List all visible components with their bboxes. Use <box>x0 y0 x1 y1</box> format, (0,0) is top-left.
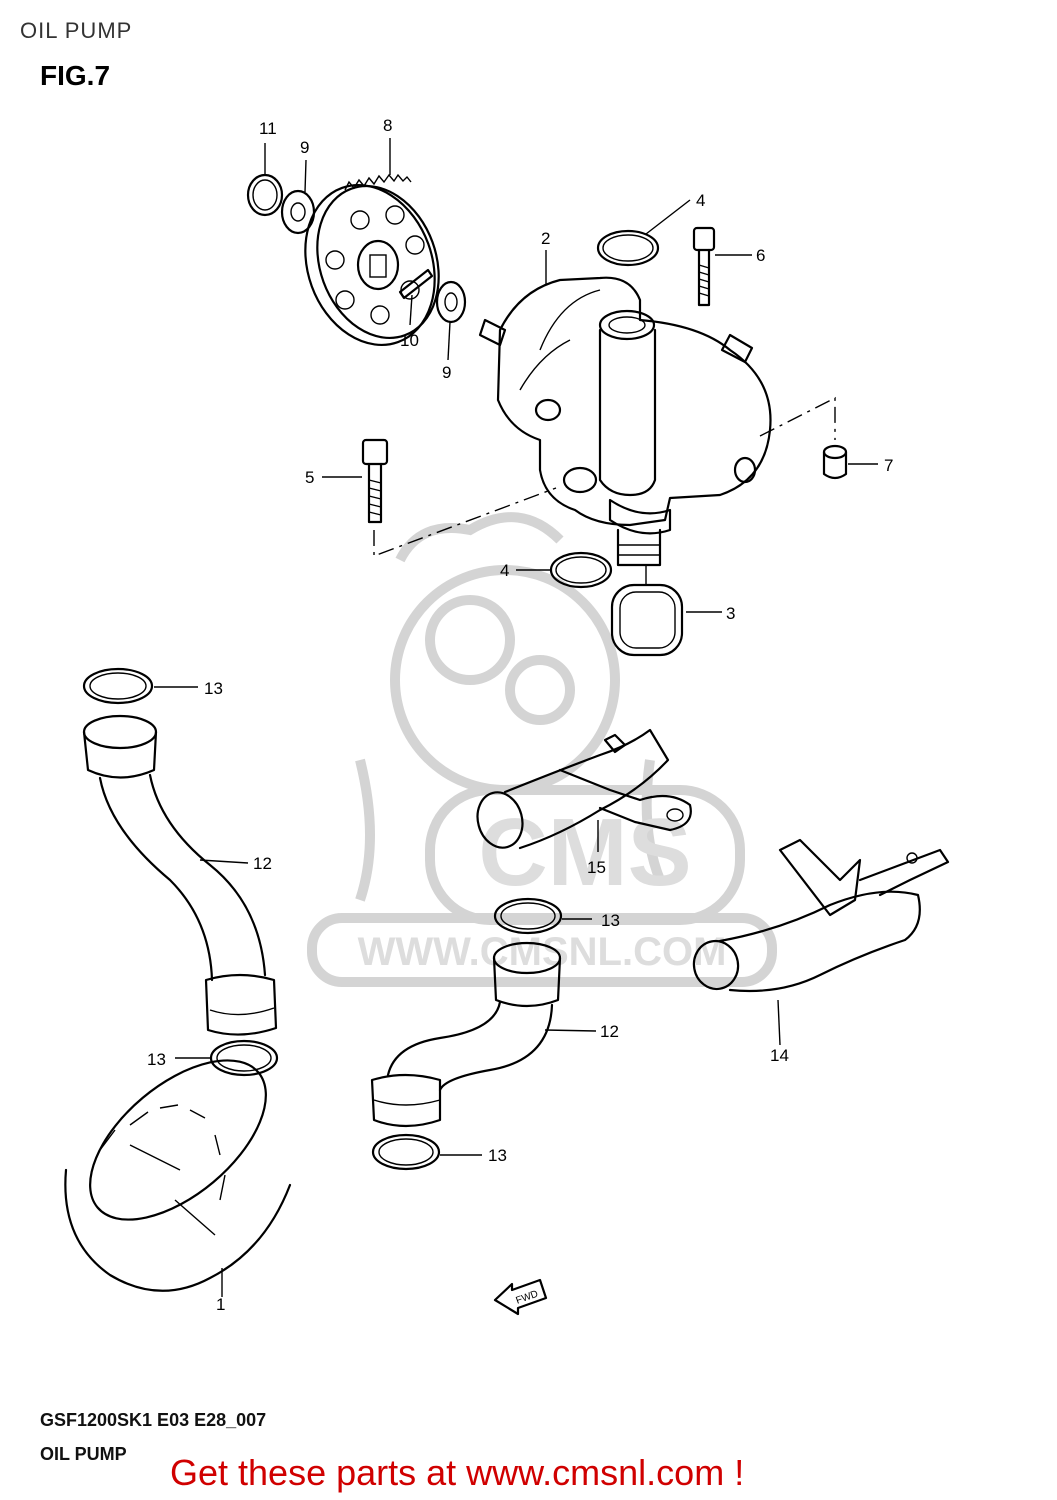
part-1-oil-filter <box>64 1059 292 1292</box>
callout-13-a: 13 <box>204 679 223 698</box>
part-13-oring-b <box>209 1039 279 1077</box>
leader-lines <box>154 138 878 1297</box>
part-15-strainer-pipe <box>476 728 692 850</box>
callout-13-c: 13 <box>601 911 620 930</box>
callout-10: 10 <box>400 331 419 350</box>
callout-2: 2 <box>541 229 550 248</box>
part-9-washer-lower <box>435 280 467 324</box>
callout-labels: 11 9 8 10 9 2 4 6 5 7 4 3 13 12 13 13 12… <box>147 116 893 1314</box>
promo-link[interactable]: Get these parts at www.cmsnl.com ! <box>170 1452 745 1493</box>
part-4-oring-upper <box>596 229 660 267</box>
part-14-pipe-bracket <box>692 838 950 993</box>
callout-6: 6 <box>756 246 765 265</box>
part-13-oring-a <box>82 667 154 705</box>
callout-12-left: 12 <box>253 854 272 873</box>
callout-1: 1 <box>216 1295 225 1314</box>
fwd-arrow: FWD <box>493 1278 548 1316</box>
part-13-oring-c <box>493 897 563 935</box>
callout-7: 7 <box>884 456 893 475</box>
part-6-bolt <box>692 226 716 307</box>
callout-11: 11 <box>259 119 277 138</box>
callout-13-b: 13 <box>147 1050 166 1069</box>
watermark-logo: CMS <box>478 799 691 906</box>
model-code: GSF1200SK1 E03 E28_007 <box>40 1410 267 1430</box>
diagram-name: OIL PUMP <box>40 1444 127 1464</box>
part-3-gasket <box>610 583 684 657</box>
watermark: CMS WWW.CMSNL.COM <box>307 512 777 987</box>
part-2-pump-body <box>478 276 772 567</box>
callout-4-upper: 4 <box>696 191 705 210</box>
part-7-dowel <box>822 444 848 480</box>
figure-label: FIG.7 <box>40 60 111 91</box>
callout-15: 15 <box>587 858 606 877</box>
part-11-circlip <box>246 173 284 217</box>
callout-5: 5 <box>305 468 314 487</box>
callout-8: 8 <box>383 116 392 135</box>
part-13-oring-d <box>371 1133 441 1171</box>
callout-3: 3 <box>726 604 735 623</box>
callout-9-lower: 9 <box>442 363 451 382</box>
part-8-gear <box>304 173 440 347</box>
callout-13-d: 13 <box>488 1146 507 1165</box>
callout-14: 14 <box>770 1046 789 1065</box>
watermark-url: WWW.CMSNL.COM <box>358 930 727 974</box>
callout-12-right: 12 <box>600 1022 619 1041</box>
callout-4-lower: 4 <box>500 561 509 580</box>
part-12-oil-pipe-left <box>82 714 278 1036</box>
part-5-bolt <box>361 438 389 524</box>
part-4-oring-lower <box>549 551 613 589</box>
page-title: OIL PUMP <box>20 18 133 43</box>
callout-9-upper: 9 <box>300 138 309 157</box>
part-10-pin <box>398 268 434 300</box>
